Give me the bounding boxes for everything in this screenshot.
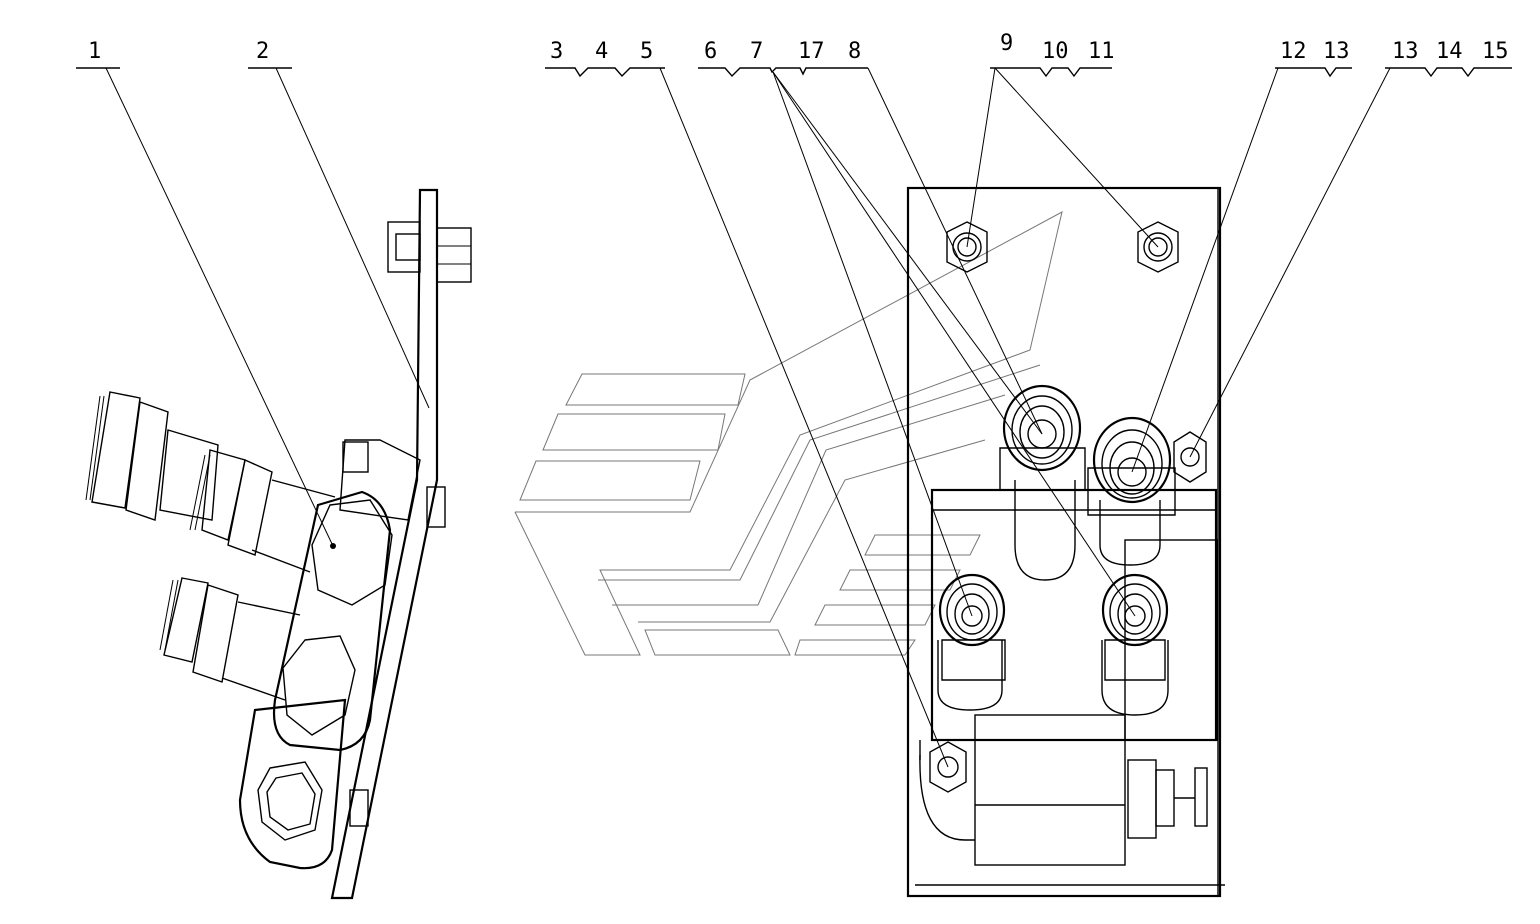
valve-body xyxy=(919,488,1218,866)
fitting-top-right xyxy=(1087,416,1176,566)
callout-label: 6 xyxy=(704,39,717,64)
mounting-nut-right xyxy=(1137,221,1179,273)
fitting-bottom-right xyxy=(1101,573,1169,716)
callout-label: 1 xyxy=(88,39,101,64)
right-front-view xyxy=(906,186,1225,898)
callout-label: 15 xyxy=(1482,39,1509,64)
callout-label: 12 xyxy=(1280,39,1307,64)
callout-label: 7 xyxy=(750,39,763,64)
fitting-top-left xyxy=(999,384,1086,581)
leader-lines xyxy=(76,67,1512,768)
callout-label: 11 xyxy=(1088,39,1115,64)
manifold-block xyxy=(238,490,393,870)
callout-label: 8 xyxy=(848,39,861,64)
small-nut-bottom-left xyxy=(929,741,967,793)
top-bolt xyxy=(387,221,472,283)
side-bolt xyxy=(1127,759,1208,839)
callout-label: 9 xyxy=(1000,31,1013,56)
callout-label: 17 xyxy=(798,39,825,64)
callout-label: 10 xyxy=(1042,39,1069,64)
callout-label: 13 xyxy=(1323,39,1350,64)
base-plate xyxy=(906,186,1222,898)
callout-label: 3 xyxy=(550,39,563,64)
small-nut-right xyxy=(1173,431,1207,483)
lower-coupling xyxy=(159,577,301,701)
left-side-view xyxy=(85,188,472,900)
callout-labels: 1 2 3 4 5 6 7 17 8 9 10 11 12 13 13 14 1… xyxy=(88,31,1509,64)
watermark-logo xyxy=(514,211,1063,656)
bracket-plate xyxy=(330,188,439,900)
callout-label: 14 xyxy=(1436,39,1463,64)
callout-label: 2 xyxy=(256,39,269,64)
callout-label: 13 xyxy=(1392,39,1419,64)
callout-label: 5 xyxy=(640,39,653,64)
callout-label: 4 xyxy=(595,39,608,64)
fitting-bottom-left xyxy=(937,573,1006,711)
upper-coupling xyxy=(85,391,336,573)
